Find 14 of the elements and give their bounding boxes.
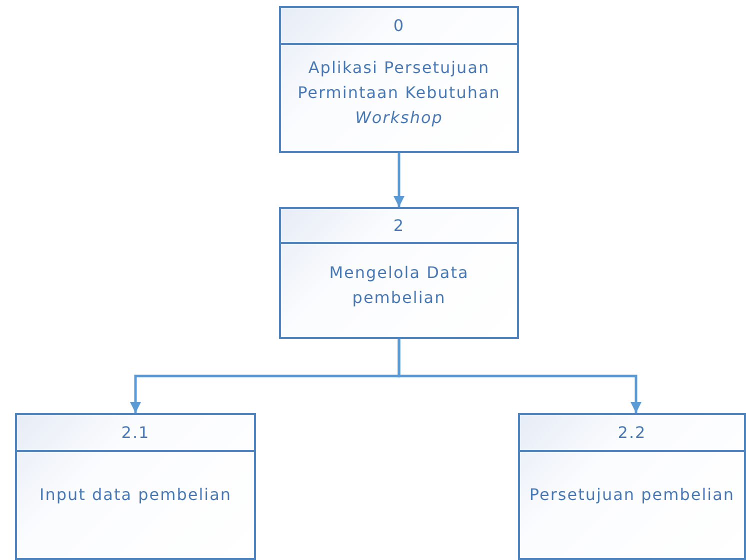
process-box: [279, 207, 519, 339]
process-label: Persetujuan pembelian: [529, 484, 735, 506]
process-label: Input data pembelian: [39, 484, 232, 506]
process-label: Aplikasi Persetujuan Permintaan Kebutuhan Workshop: [296, 57, 502, 129]
process-number: 2.2: [618, 423, 646, 442]
process-number: 0: [393, 16, 405, 35]
process-box: [279, 6, 519, 153]
process-box: [518, 413, 746, 560]
arrow: [398, 339, 642, 413]
process-box: [15, 413, 256, 560]
process-number: 2.1: [121, 423, 150, 442]
process-label: Mengelola Data pembelian: [328, 262, 470, 309]
arrow: [393, 153, 405, 207]
process-number: 2: [393, 216, 405, 235]
